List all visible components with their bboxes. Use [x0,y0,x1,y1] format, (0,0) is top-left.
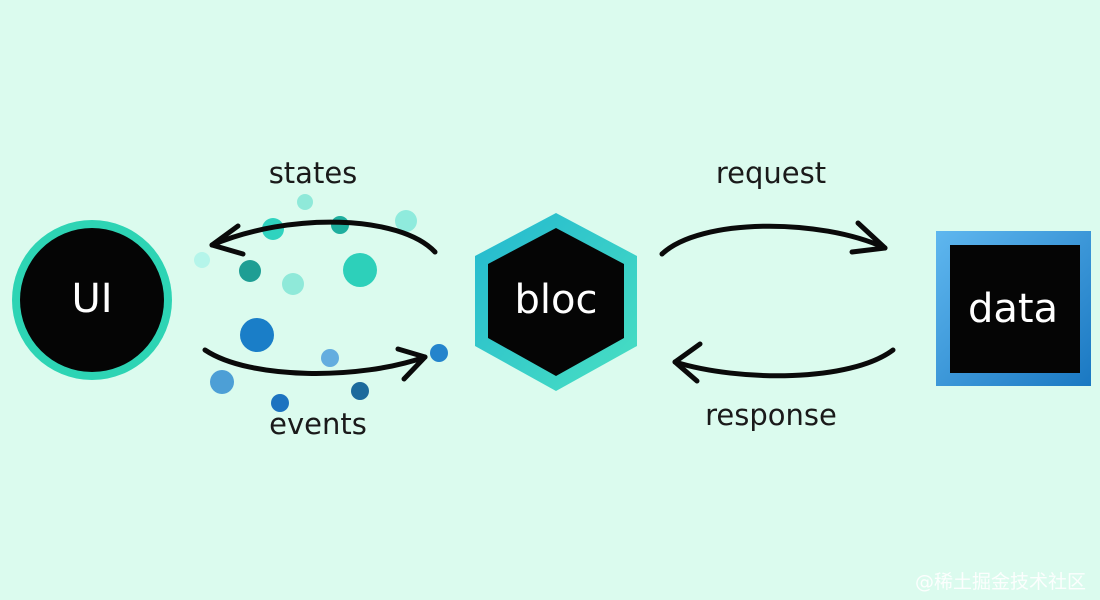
request-arrow [659,220,888,257]
response-arrow-curve [672,347,896,379]
particle [271,394,289,412]
bloc-node-label: bloc [515,277,598,323]
data-node: data [936,231,1091,386]
particle [351,382,369,400]
request-arrowhead [849,220,888,255]
particle [282,273,304,295]
states-arrowhead [209,223,246,257]
states-arrow-curve [209,219,438,255]
bloc-node-hexagon [488,228,624,376]
ui-node-circle [20,228,164,372]
particle [194,252,210,268]
events-arrow-curve [202,347,428,376]
particle [430,344,448,362]
ui-node-label: UI [71,276,112,322]
ui-node: UI [12,220,172,380]
particle [395,210,417,232]
particle-cluster [194,194,448,412]
response-arrow [672,341,896,384]
response-arrowhead [672,341,703,384]
particle [297,194,313,210]
particle [343,253,377,287]
particle [321,349,339,367]
request-arrow-curve [659,223,888,257]
events-arrow [202,346,428,382]
particle [240,318,274,352]
particle [210,370,234,394]
data-node-square [950,245,1080,373]
events-arrowhead [395,346,428,382]
particle [239,260,261,282]
states-arrow [209,219,438,257]
states-label: states [269,156,358,190]
response-label: response [705,398,837,432]
events-label: events [269,407,367,441]
bloc-node: bloc [475,213,637,391]
data-node-label: data [968,286,1058,332]
watermark-text: @稀土掘金技术社区 [914,571,1086,593]
request-label: request [716,156,826,190]
